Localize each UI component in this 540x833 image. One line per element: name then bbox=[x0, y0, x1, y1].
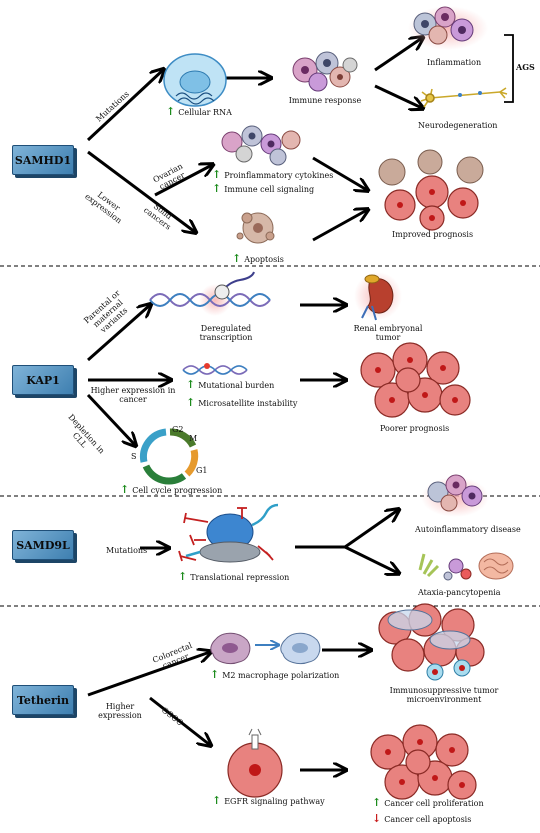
m2-polarization-label: M2 macrophage polarization bbox=[210, 670, 339, 680]
gene-kap1: KAP1 bbox=[12, 365, 74, 395]
egfr-label: EGFR signaling pathway bbox=[212, 796, 324, 806]
samd9l-mutations-label: Mutations bbox=[106, 546, 148, 555]
kap1-arrows bbox=[86, 305, 345, 445]
gene-tetherin: Tetherin bbox=[12, 685, 74, 715]
phase-g1: G1 bbox=[196, 466, 208, 475]
poorer-prognosis-label: Poorer prognosis bbox=[380, 424, 450, 433]
cytokine-cells bbox=[221, 125, 301, 166]
mutation-helix bbox=[182, 363, 248, 375]
phase-s: S bbox=[131, 452, 137, 461]
immune-cell-cluster bbox=[292, 51, 358, 92]
improved-prognosis-tumor bbox=[378, 149, 484, 231]
tetherin-arrows bbox=[87, 650, 370, 770]
neuron-icon bbox=[420, 87, 508, 108]
ataxia-icons bbox=[418, 552, 514, 581]
autoinflammatory-label: Autoinflammatory disease bbox=[415, 525, 521, 534]
ataxia-label: Ataxia-pancytopenia bbox=[418, 588, 501, 597]
kidney-icon bbox=[354, 272, 402, 321]
phase-m: M bbox=[189, 434, 198, 443]
inhibitor-marks bbox=[178, 507, 274, 562]
dna-helix bbox=[149, 271, 271, 316]
immunosuppressive-tumor bbox=[378, 603, 485, 681]
proinflammatory-label: Proinflammatory cytokines bbox=[212, 170, 333, 180]
samd9l-arrows bbox=[140, 510, 398, 573]
inflammation-cells bbox=[408, 6, 488, 50]
immune-response-label: Immune response bbox=[288, 96, 362, 105]
translational-repression-label: Translational repression bbox=[178, 572, 289, 582]
proliferation-tumor bbox=[370, 724, 477, 800]
renal-tumor-label: Renal embryonal tumor bbox=[353, 324, 423, 342]
deregulated-transcription-label: Deregulated transcription bbox=[199, 324, 253, 342]
ribosome-icon bbox=[185, 503, 279, 563]
immunosuppressive-label: Immunosuppressive tumor microenvironment bbox=[389, 686, 499, 704]
improved-prognosis-label: Improved prognosis bbox=[392, 230, 474, 239]
neurodegeneration-label: Neurodegeneration bbox=[418, 121, 498, 130]
tetherin-higher-expression-label: Higher expression bbox=[98, 702, 142, 720]
proliferation-label: Cancer cell proliferation bbox=[372, 798, 483, 808]
gene-samd9l: SAMD9L bbox=[12, 530, 74, 560]
samhd1-arrows bbox=[86, 38, 422, 242]
gene-samhd1: SAMHD1 bbox=[12, 145, 74, 175]
macrophage-m1 bbox=[210, 632, 251, 665]
immune-signaling-label: Immune cell signaling bbox=[212, 184, 314, 194]
egfr-cell bbox=[227, 728, 283, 798]
higher-expression-label: Higher expression in cancer bbox=[90, 386, 176, 404]
ags-bracket bbox=[504, 34, 514, 103]
apoptosis-cell bbox=[236, 212, 275, 244]
phase-g2: G2 bbox=[172, 425, 184, 434]
poorer-prognosis-tumor bbox=[360, 342, 471, 418]
microsatellite-label: Microsatellite instability bbox=[186, 398, 297, 408]
cellular-rna-cell bbox=[163, 53, 227, 107]
macrophage-m2 bbox=[280, 632, 321, 665]
ags-label: AGS bbox=[516, 62, 535, 72]
apoptosis-label: Apoptosis bbox=[232, 254, 284, 264]
cell-cycle-label: Cell cycle progression bbox=[120, 485, 222, 495]
mutational-burden-label: Mutational burden bbox=[186, 380, 274, 390]
cancer-apoptosis-label: Cancer cell apoptosis bbox=[372, 814, 471, 824]
cell-cycle-diagram bbox=[140, 428, 199, 485]
cellular-rna-label: Cellular RNA bbox=[166, 107, 232, 117]
autoinflammatory-cells bbox=[421, 474, 489, 517]
inflammation-label: Inflammation bbox=[427, 58, 482, 67]
